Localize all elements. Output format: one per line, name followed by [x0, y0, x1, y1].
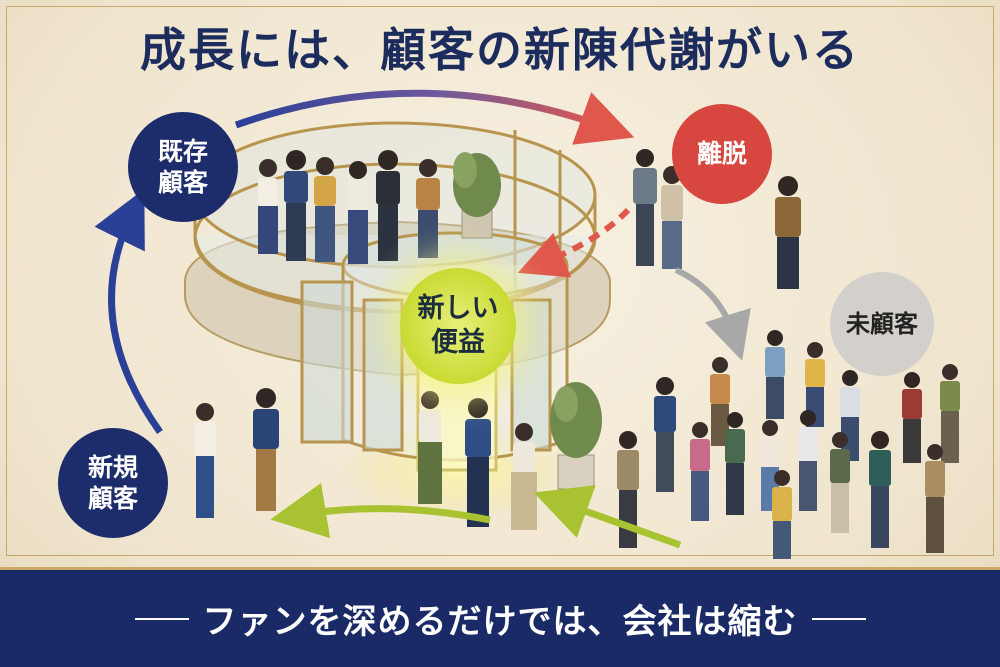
banner-rule-left [134, 617, 189, 620]
plant-bottom [550, 382, 602, 490]
people-entering [418, 391, 537, 530]
arrow-new-to-existing [94, 188, 163, 435]
people-churn [633, 149, 801, 289]
arrow-existing-to-churn [234, 89, 635, 145]
existing-customers-label: 既存 顧客 [157, 136, 208, 197]
existing-customers-badge: 既存 顧客 [128, 112, 238, 222]
page-title: 成長には、顧客の新陳代謝がいる [140, 23, 860, 77]
new-benefit-badge: 新しい 便益 [400, 268, 516, 384]
new-benefit-label: 新しい 便益 [417, 293, 499, 358]
arrow-churn-dashed [517, 207, 631, 278]
arrow-crowd-to-door [533, 485, 682, 549]
banner-text: ファンを深めるだけでは、会社は縮む [202, 602, 798, 642]
new-customers-badge: 新規 顧客 [58, 428, 168, 538]
banner-line: ファンを深めるだけでは、会社は縮む [0, 594, 1000, 643]
people-inside [258, 150, 440, 264]
arrow-churn-to-non-customers [674, 267, 751, 361]
arrow-door-to-new [270, 482, 491, 539]
people-new-left [194, 388, 279, 518]
bottom-banner: ファンを深めるだけでは、会社は縮む [0, 567, 1000, 667]
churn-label: 離脱 [696, 139, 747, 169]
crowd-non-customers [617, 330, 960, 559]
non-customers-badge: 未顧客 [830, 272, 934, 376]
churn-badge: 離脱 [672, 104, 772, 204]
new-customers-label: 新規 顧客 [87, 452, 138, 513]
banner-rule-right [811, 617, 866, 620]
plant-top [453, 152, 501, 239]
non-customers-label: 未顧客 [846, 309, 918, 338]
